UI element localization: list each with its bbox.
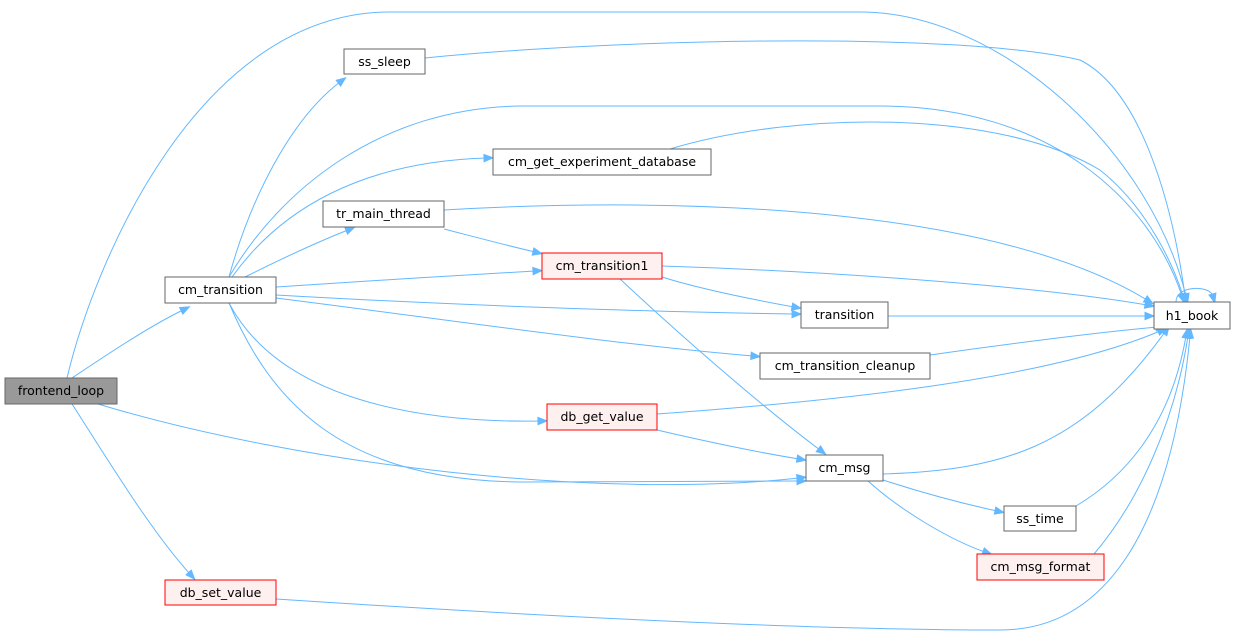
edge-cm-msg-to-cm-msg-format (867, 480, 993, 556)
arrowhead (791, 309, 803, 319)
edge-frontend-loop-to-cm-msg (97, 403, 808, 486)
arrowhead (993, 506, 1006, 515)
node-ss-time[interactable]: ss_time (1003, 505, 1077, 532)
edge-frontend-loop-to-db-set-value (71, 403, 196, 581)
edge-cm-transition-cleanup-to-h1-book (929, 322, 1167, 356)
node-db-set-value[interactable]: db_set_value (164, 579, 277, 606)
edge-cm-transition1-to-cm-msg (619, 278, 827, 456)
node-label: cm_transition_cleanup (775, 358, 916, 373)
arrowhead (178, 306, 191, 315)
node-db-get-value[interactable]: db_get_value (546, 403, 658, 431)
edge-db-set-value-to-h1-book (275, 327, 1195, 631)
node-label: frontend_loop (18, 383, 104, 398)
edge-frontend-loop-to-h1-book (66, 11, 1190, 379)
edge-cm-get-experiment-database-to-h1-book (669, 121, 1187, 304)
edge-cm-transition-to-cm-transition1 (275, 266, 544, 288)
node-label: cm_get_experiment_database (508, 154, 696, 169)
arrowhead (1178, 292, 1187, 304)
node-label: db_set_value (180, 585, 262, 600)
edges-layer (66, 11, 1217, 631)
node-label: tr_main_thread (336, 206, 431, 221)
node-label: db_get_value (560, 409, 643, 424)
node-label: transition (815, 307, 875, 322)
node-label: cm_msg (819, 460, 871, 475)
node-h1-book[interactable]: h1_book (1153, 301, 1231, 330)
node-label: ss_time (1016, 511, 1064, 526)
edge-frontend-loop-to-cm-transition (71, 306, 191, 379)
node-transition[interactable]: transition (800, 301, 889, 329)
node-frontend-loop[interactable]: frontend_loop (4, 377, 118, 405)
arrowhead (532, 266, 544, 276)
arrowhead (185, 569, 196, 581)
node-label: cm_msg_format (991, 559, 1091, 574)
node-label: cm_transition (178, 282, 263, 297)
node-cm-transition[interactable]: cm_transition (164, 276, 277, 304)
node-label: cm_transition1 (556, 258, 649, 273)
edge-cm-transition-to-tr-main-thread (244, 226, 356, 278)
edge-cm-transition-to-cm-transition-cleanup (275, 297, 762, 361)
node-cm-msg[interactable]: cm_msg (805, 454, 884, 482)
arrowhead (815, 445, 827, 456)
arrowhead (1185, 327, 1195, 339)
edge-cm-msg-format-to-h1-book (1093, 327, 1192, 555)
edge-cm-transition1-to-h1-book (661, 265, 1156, 309)
arrowhead (483, 153, 495, 163)
arrowhead (795, 454, 808, 463)
arrowhead (1144, 311, 1156, 321)
nodes-layer: frontend_loop cm_transition db_set_value… (4, 48, 1231, 606)
node-cm-transition1[interactable]: cm_transition1 (541, 252, 663, 280)
node-ss-sleep[interactable]: ss_sleep (343, 48, 426, 75)
edge-cm-transition-to-db-get-value (228, 302, 549, 426)
edge-cm-transition-to-ss-sleep (228, 76, 347, 278)
edge-cm-transition1-to-transition (661, 276, 803, 311)
edge-transition-to-h1-book (888, 311, 1156, 321)
node-cm-get-experiment-database[interactable]: cm_get_experiment_database (492, 148, 712, 176)
arrowhead (1208, 292, 1217, 305)
arrowhead (537, 416, 549, 426)
node-label: h1_book (1166, 308, 1219, 323)
arrowhead (335, 76, 347, 87)
edge-tr-main-thread-to-cm-transition1 (443, 228, 544, 256)
edge-h1-book-to-h1-book (1175, 288, 1217, 305)
edge-db-get-value-to-cm-msg (656, 429, 808, 463)
node-tr-main-thread[interactable]: tr_main_thread (322, 200, 445, 228)
edge-cm-transition-to-transition (275, 294, 803, 319)
edge-ss-time-to-h1-book (1075, 327, 1190, 507)
edge-cm-msg-to-ss-time (882, 479, 1006, 515)
edge-cm-msg-to-h1-book (882, 325, 1170, 475)
edge-cm-transition-to-cm-msg (228, 302, 808, 486)
node-cm-transition-cleanup[interactable]: cm_transition_cleanup (759, 352, 931, 380)
arrowhead (796, 476, 808, 486)
node-cm-msg-format[interactable]: cm_msg_format (976, 553, 1105, 581)
node-label: ss_sleep (358, 54, 411, 69)
arrowhead (750, 351, 762, 361)
edge-cm-transition-to-cm-get-experiment-database (231, 153, 495, 278)
arrowhead (790, 302, 803, 311)
arrowhead (344, 226, 356, 235)
arrowhead (531, 247, 544, 256)
arrowhead (1143, 300, 1156, 309)
